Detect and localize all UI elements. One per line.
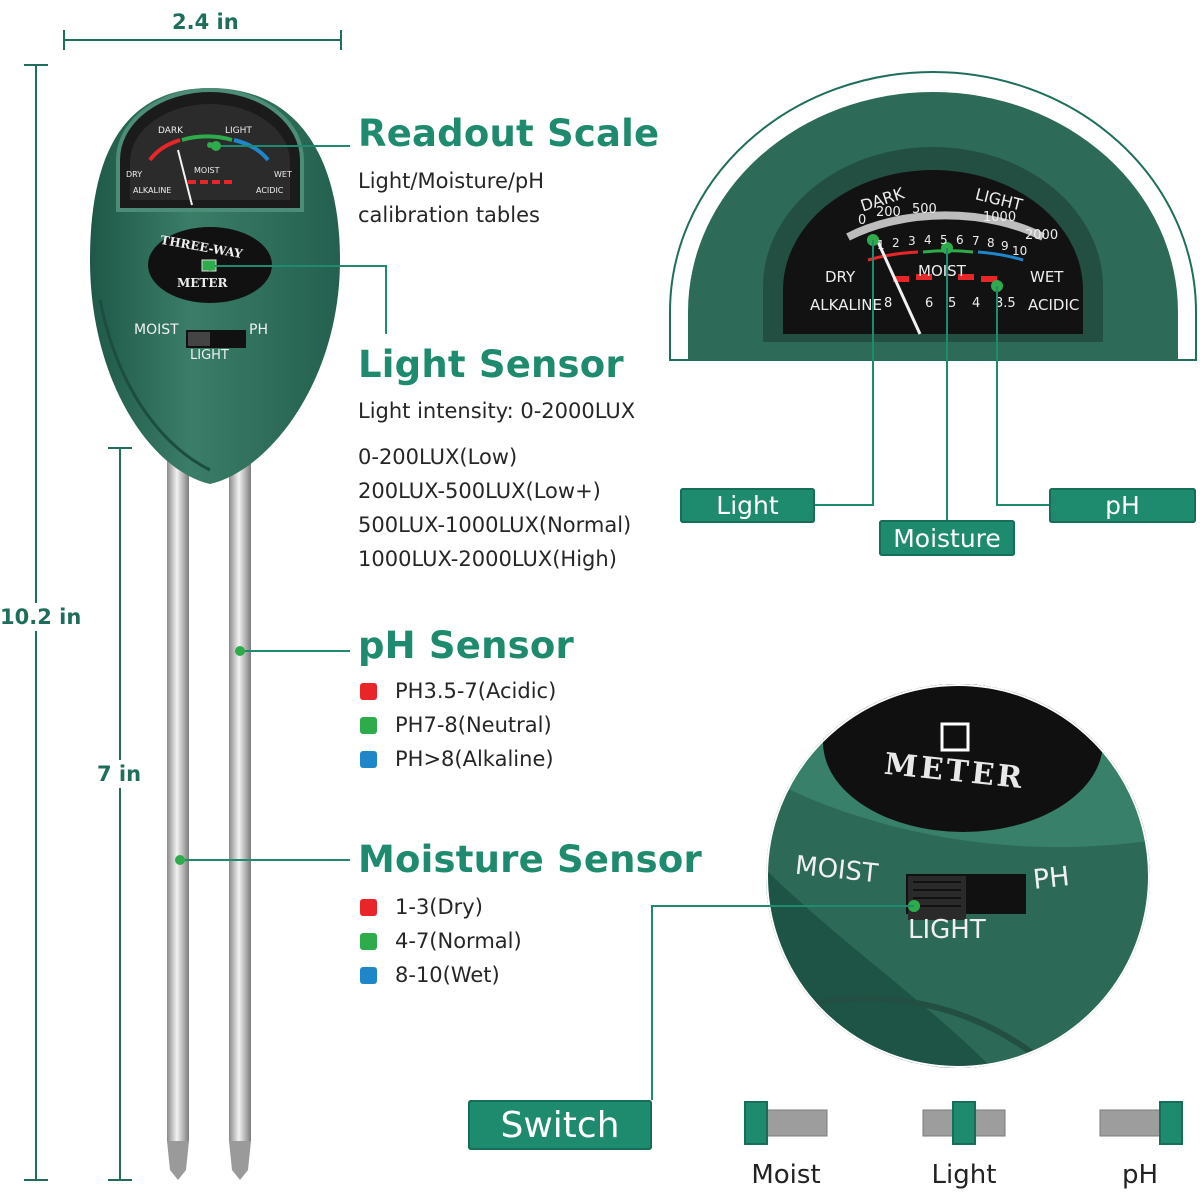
moisture-legend-label: 4-7(Normal) xyxy=(395,929,522,953)
moisture-legend-row: 1-3(Dry) xyxy=(360,890,522,924)
blue-swatch xyxy=(360,966,377,984)
moisture-callout-label: Moisture xyxy=(879,520,1015,556)
closeup-moist-scale-3: 3 xyxy=(908,234,916,248)
closeup-light-scale-1000: 1000 xyxy=(983,210,1017,225)
light-range-item: 500LUX-1000LUX(Normal) xyxy=(358,513,632,537)
light-range-item: 1000LUX-2000LUX(High) xyxy=(358,547,617,571)
dial-light-label: LIGHT xyxy=(225,126,252,136)
readout-scale-title: Readout Scale xyxy=(358,112,660,155)
moisture-sensor-title: Moisture Sensor xyxy=(358,838,702,881)
green-swatch xyxy=(360,716,377,734)
dial-closeup xyxy=(669,71,1197,361)
switch-knob xyxy=(188,332,210,346)
dial-acidic-label: ACIDIC xyxy=(256,186,284,195)
switch-position-ph-icon xyxy=(1099,1101,1183,1145)
ph-legend-label: PH>8(Alkaline) xyxy=(395,747,554,771)
dial-window xyxy=(116,88,304,212)
light-intensity-text: Light intensity: 0-2000LUX xyxy=(358,399,636,423)
closeup-moist-scale-10: 10 xyxy=(1012,244,1028,258)
switch-ph-text: PH xyxy=(249,322,268,338)
closeup-moist-scale-1: 1 xyxy=(877,238,885,252)
light-range-item: 200LUX-500LUX(Low+) xyxy=(358,479,601,503)
switch-position-ph-label: pH xyxy=(1121,1160,1159,1190)
switch-moist-text: MOIST xyxy=(134,322,179,338)
moisture-legend-label: 8-10(Wet) xyxy=(395,963,500,987)
closeup-moist-scale-4: 4 xyxy=(924,233,932,247)
closeup-light-text: LIGHT xyxy=(908,915,986,945)
closeup-moist-scale-7: 7 xyxy=(972,234,980,248)
closeup-light-scale-500: 500 xyxy=(912,202,937,217)
moisture-legend-label: 1-3(Dry) xyxy=(395,895,483,919)
blue-swatch xyxy=(360,750,377,768)
closeup-ph-scale-3-5: 3.5 xyxy=(995,296,1016,311)
ph-legend-row: PH7-8(Neutral) xyxy=(360,708,556,742)
ph-sensor-title: pH Sensor xyxy=(358,624,574,667)
switch-light-text: LIGHT xyxy=(190,348,229,363)
closeup-alkaline-label: ALKALINE xyxy=(810,296,882,314)
closeup-acidic-label: ACIDIC xyxy=(1028,296,1080,314)
dial-dry-label: DRY xyxy=(126,170,143,179)
closeup-moist-scale-2: 2 xyxy=(892,236,900,250)
light-range-item: 0-200LUX(Low) xyxy=(358,445,518,469)
dial-wet-label: WET xyxy=(274,170,292,179)
closeup-ph-scale-5: 5 xyxy=(948,296,957,311)
probe-right xyxy=(229,455,251,1141)
moisture-legend: 1-3(Dry) 4-7(Normal) 8-10(Wet) xyxy=(360,890,522,992)
ph-legend: PH3.5-7(Acidic) PH7-8(Neutral) PH>8(Alka… xyxy=(360,674,556,776)
moisture-legend-row: 4-7(Normal) xyxy=(360,924,522,958)
red-swatch xyxy=(360,898,377,916)
width-dimension-label: 2.4 in xyxy=(172,10,239,34)
closeup-ph-scale-4: 4 xyxy=(972,296,981,311)
ph-legend-row: PH>8(Alkaline) xyxy=(360,742,556,776)
switch-closeup xyxy=(766,684,1150,1068)
red-swatch xyxy=(360,682,377,700)
dial-moist-label: MOIST xyxy=(194,166,220,175)
closeup-light-scale-0: 0 xyxy=(858,213,867,228)
closeup-moist-scale-9: 9 xyxy=(1001,239,1009,253)
light-callout-label: Light xyxy=(680,488,815,523)
dial-alkaline-label: ALKALINE xyxy=(133,186,172,195)
moisture-legend-row: 8-10(Wet) xyxy=(360,958,522,992)
ph-legend-label: PH7-8(Neutral) xyxy=(395,713,552,737)
dial-dark-label: DARK xyxy=(158,126,184,136)
probe-dimension-label: 7 in xyxy=(97,760,142,788)
switch-position-light-icon xyxy=(922,1101,1006,1145)
closeup-dry-label: DRY xyxy=(825,268,856,286)
closeup-wet-label: WET xyxy=(1030,268,1064,286)
closeup-light-sensor-window xyxy=(940,722,970,752)
closeup-ph-scale-6: 6 xyxy=(925,296,934,311)
readout-line: Light/Moisture/pH xyxy=(358,169,545,193)
light-ranges-list: 0-200LUX(Low) 200LUX-500LUX(Low+) 500LUX… xyxy=(358,440,631,576)
closeup-moist-scale-5: 5 xyxy=(940,233,948,247)
light-sensor-title: Light Sensor xyxy=(358,343,624,386)
closeup-light-scale-200: 200 xyxy=(876,205,901,220)
closeup-moist-scale-8: 8 xyxy=(987,236,995,250)
readout-line: calibration tables xyxy=(358,203,540,227)
switch-position-moist-label: Moist xyxy=(751,1160,821,1190)
ph-callout-label: pH xyxy=(1049,488,1196,523)
green-swatch xyxy=(360,932,377,950)
closeup-moist-scale-6: 6 xyxy=(956,233,964,247)
ph-legend-row: PH3.5-7(Acidic) xyxy=(360,674,556,708)
closeup-light-scale-2000: 2000 xyxy=(1025,228,1059,243)
badge-bottom-text: METER xyxy=(177,276,228,290)
switch-position-light-label: Light xyxy=(931,1160,997,1190)
height-dimension-label: 10.2 in xyxy=(0,603,82,631)
probe-left xyxy=(167,455,189,1141)
readout-scale-description: Light/Moisture/pH calibration tables xyxy=(358,164,544,232)
ph-legend-label: PH3.5-7(Acidic) xyxy=(395,679,557,703)
switch-position-moist-icon xyxy=(744,1101,828,1145)
closeup-ph-scale-8: 8 xyxy=(884,296,893,311)
closeup-moist-label: MOIST xyxy=(918,262,966,280)
switch-callout-label: Switch xyxy=(468,1100,652,1150)
